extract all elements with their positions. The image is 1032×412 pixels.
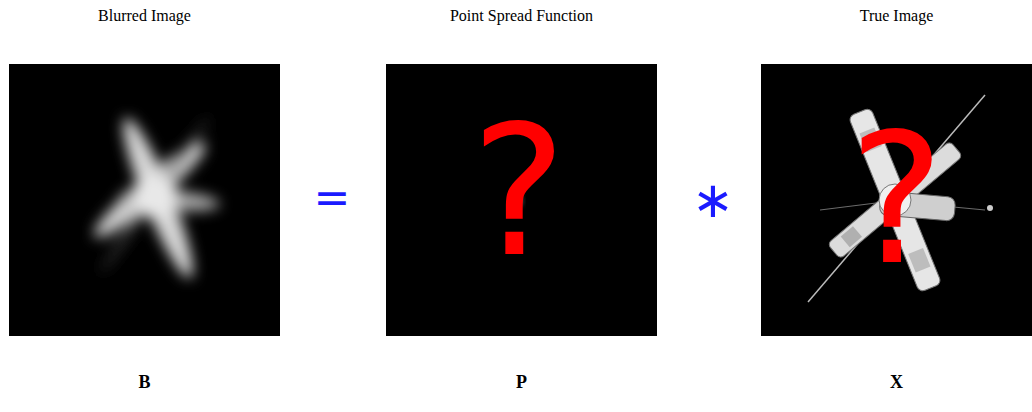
image-panel xyxy=(386,64,657,336)
question-mark: ? xyxy=(471,102,567,282)
image-panel xyxy=(761,64,1032,336)
operator-symbol: = xyxy=(314,176,351,220)
panel-heading: True Image xyxy=(860,7,934,25)
operator-symbol: ∗ xyxy=(692,175,734,225)
image-panel: Point Spread Function?P xyxy=(386,64,657,336)
matrix-symbol: B xyxy=(138,372,150,393)
panel-heading: Blurred Image xyxy=(98,7,191,25)
panel-heading: Point Spread Function xyxy=(450,7,593,25)
matrix-symbol: P xyxy=(516,372,527,393)
image-panel xyxy=(9,64,280,336)
matrix-symbol: X xyxy=(890,372,903,393)
blurred-satellite xyxy=(86,113,220,283)
satellite-picture xyxy=(808,95,993,302)
image-panel: True Image?X xyxy=(761,64,1032,336)
image-panel: Blurred ImageB xyxy=(9,64,280,336)
question-mark: ? xyxy=(849,110,945,290)
